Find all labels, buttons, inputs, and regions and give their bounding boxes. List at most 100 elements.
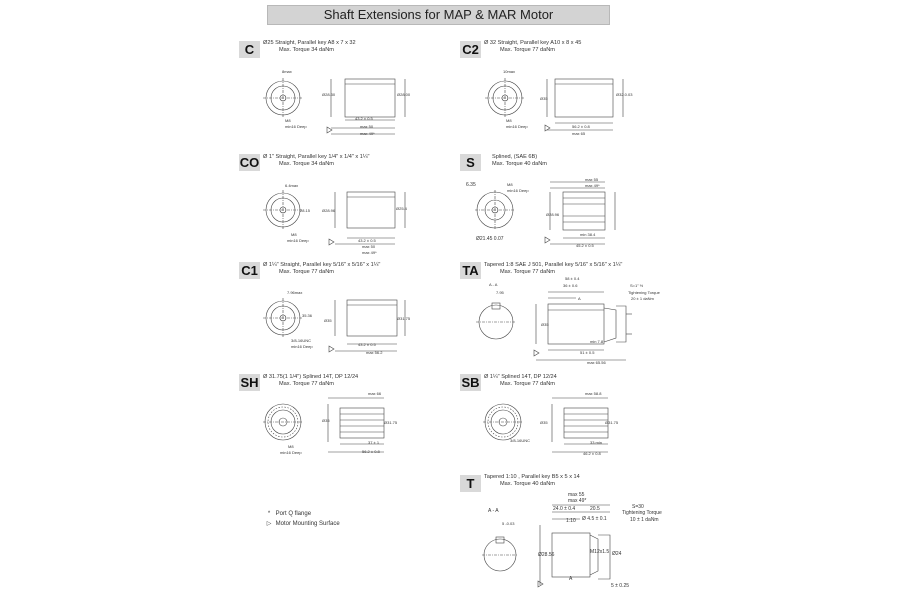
dim-c-3: Ø28.00 xyxy=(397,92,411,97)
dim-t-12: A xyxy=(569,576,573,582)
dim-s-1: 6.35 xyxy=(466,182,476,188)
spec-co-line1: Ø 1" Straight, Parallel key 1/4" x 1/4" … xyxy=(263,154,370,160)
legend-item-port-flange: * Port Q flange xyxy=(264,509,340,519)
dim-c1-4: 3/8-16UNC xyxy=(291,338,312,343)
dim-c-7: max 50 xyxy=(360,124,374,129)
spec-sb: Ø 1¼" Splined 14T, DP 12/24 Max. Torque … xyxy=(484,374,557,387)
dim-ta-1: A - A xyxy=(489,282,498,287)
dim-co-2: 28.15 xyxy=(300,208,311,213)
dim-c1-5: min16 Deep xyxy=(291,344,313,349)
page-title: Shaft Extensions for MAP & MAR Motor xyxy=(267,5,610,25)
dim-c2-1: 10max xyxy=(503,69,516,74)
drawing-c1 xyxy=(263,298,406,353)
drawing-sb xyxy=(483,397,609,453)
spec-c: Ø25 Straight, Parallel key A8 x 7 x 32 M… xyxy=(263,40,356,53)
dim-t-9: 10 ± 1 daNm xyxy=(630,517,659,523)
legend-text-port-flange: Port Q flange xyxy=(275,511,312,517)
dim-s-4: Ø21.45 0.07 xyxy=(476,236,504,242)
legend-text-mounting-surface: Motor Mounting Surface xyxy=(275,521,340,527)
spec-co: Ø 1" Straight, Parallel key 1/4" x 1/4" … xyxy=(263,154,370,167)
dim-t-14: M12x1.5 xyxy=(590,549,610,555)
spec-c1: Ø 1¼" Straight, Parallel key 5/16" x 5/1… xyxy=(263,262,380,275)
dim-c1-6: Ø31.75 xyxy=(397,316,411,321)
spec-c1-line1: Ø 1¼" Straight, Parallel key 5/16" x 5/1… xyxy=(263,262,381,268)
dim-c1-2: 35.36 xyxy=(302,313,313,318)
dim-co-4: M8 xyxy=(291,232,297,237)
asterisk-icon: * xyxy=(267,511,271,517)
dim-c1-3: Ø35 xyxy=(324,318,332,323)
drawing-sh xyxy=(263,397,385,453)
badge-ta: TA xyxy=(460,262,481,279)
dim-t-7: S=30 xyxy=(632,504,644,510)
dim-c2-6: 56.2 ± 0.8 xyxy=(572,124,590,129)
dim-t-16: 5 ± 0.25 xyxy=(611,583,630,589)
dim-t-5: 24.0 ± 0.4 xyxy=(553,506,576,512)
dim-s-3: min16 Deep xyxy=(507,188,529,193)
spec-sb-line1: Ø 1¼" Splined 14T, DP 12/24 xyxy=(484,374,557,380)
dim-c2-2: Ø35 xyxy=(540,96,548,101)
dim-ta-2: 7.95 xyxy=(496,290,504,295)
badge-c2: C2 xyxy=(460,41,481,58)
dim-c-4: M8 xyxy=(285,118,291,123)
dim-c1-1: 7.96max xyxy=(287,290,303,295)
dim-c-8: max 49* xyxy=(360,131,375,136)
spec-t: Tapered 1:10 , Parallel key B5 x 5 x 14 … xyxy=(484,474,580,487)
dim-co-1: 6.4max xyxy=(285,183,299,188)
spec-c2-line2: Max. Torque 77 daNm xyxy=(500,46,555,53)
dim-co-6: Ø25.4 xyxy=(396,206,407,211)
dim-ta-8: 20 ± 1 daNm xyxy=(631,296,654,301)
dim-co-8: max 50 xyxy=(362,244,376,249)
dim-c1-8: max 56.2 xyxy=(366,350,383,355)
dim-sh-3: Ø31.75 xyxy=(384,420,398,425)
drawing-c2 xyxy=(485,78,624,132)
spec-ta-line2: Max. Torque 77 daNm xyxy=(500,268,555,275)
dim-ta-10: min 7.8 xyxy=(590,339,604,344)
dim-s-5: max 55 xyxy=(585,177,599,182)
spec-ta-line1: Tapered 1:8 SAE J 501, Parallel key 5/16… xyxy=(484,262,623,268)
spec-c-line1: Ø25 Straight, Parallel key A8 x 7 x 32 xyxy=(263,40,356,46)
dim-sb-4: 33 min xyxy=(590,440,603,445)
spec-c-line2: Max. Torque 34 daNm xyxy=(279,46,334,53)
dim-c1-7: 43.2 ± 0.5 xyxy=(358,342,376,347)
dim-co-3: Ø28.96 xyxy=(322,208,336,213)
dim-co-5: min16 Deep xyxy=(287,238,309,243)
badge-c: C xyxy=(239,41,260,58)
spec-co-line2: Max. Torque 34 daNm xyxy=(279,160,334,167)
dim-t-3: max 55 xyxy=(568,492,585,498)
dim-sh-7: 56.2 ± 0.8 xyxy=(362,449,380,454)
spec-s-line2: Max. Torque 40 daNm xyxy=(492,160,547,167)
legend: * Port Q flange ▷ Motor Mounting Surface xyxy=(264,509,340,529)
dim-ta-4: 58 ± 0.4 xyxy=(565,276,580,281)
dim-t-15: Ø24 xyxy=(612,551,622,557)
spec-c2-line1: Ø 32 Straight, Parallel key A10 x 8 x 45 xyxy=(484,40,582,46)
spec-t-line2: Max. Torque 40 daNm xyxy=(500,480,555,487)
dim-s-8: min 38.4 xyxy=(580,232,596,237)
dim-c-2: Ø28.30 xyxy=(322,92,336,97)
dim-t-13: Ø28.56 xyxy=(538,552,555,558)
dim-s-2: M8 xyxy=(507,182,513,187)
drawing-co xyxy=(263,190,406,246)
dim-sh-6: 37 ± 1 xyxy=(368,440,380,445)
dim-t-2: 5 -0.03 xyxy=(502,521,515,526)
dim-ta-11: 51 ± 0.5 xyxy=(580,350,595,355)
dim-co-9: max 49* xyxy=(362,250,377,255)
badge-s: S xyxy=(460,154,481,171)
dim-ta-5: 36 ± 0.6 xyxy=(563,283,578,288)
dim-t-4: max 49* xyxy=(568,498,587,504)
dim-sh-5: min16 Deep xyxy=(280,450,302,455)
dim-ta-7: Tightening Torque xyxy=(628,290,660,295)
drawing-c xyxy=(263,78,406,135)
badge-sb: SB xyxy=(460,374,481,391)
dim-t-10: 1:10 xyxy=(566,518,576,524)
dim-sb-2: Ø35 xyxy=(540,420,548,425)
dim-sb-5: Ø31.75 xyxy=(605,420,619,425)
drawing-ta xyxy=(476,291,632,361)
dim-s-9: 45.2 ± 0.5 xyxy=(576,243,594,248)
dim-c2-7: max 65 xyxy=(572,131,586,136)
dim-t-8: Tightening Torque xyxy=(622,510,662,516)
dim-c-6: 43.2 ± 0.5 xyxy=(355,116,373,121)
drawing-s xyxy=(475,181,616,245)
spec-c1-line2: Max. Torque 77 daNm xyxy=(279,268,334,275)
dim-c-1: 8max xyxy=(282,69,292,74)
dim-sh-4: M8 xyxy=(288,444,294,449)
